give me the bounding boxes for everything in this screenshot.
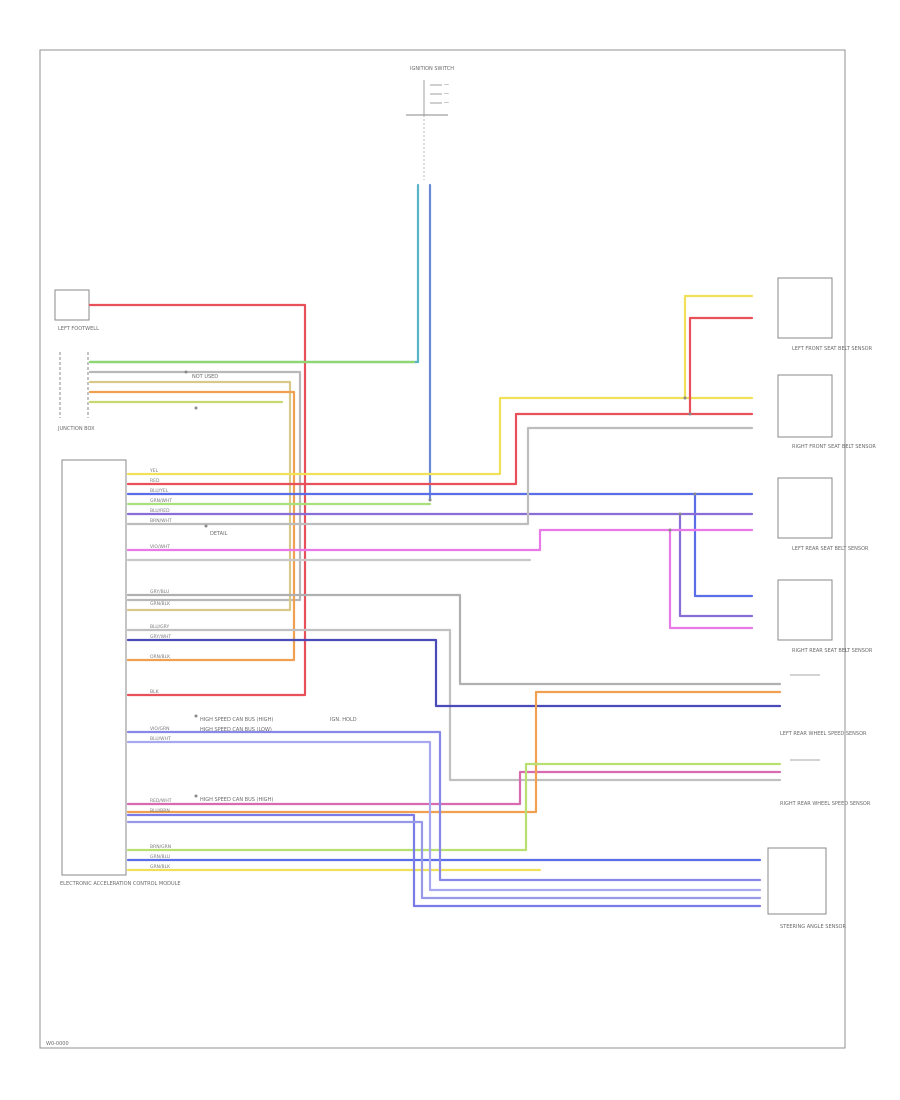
- svg-text:BLK: BLK: [150, 689, 160, 695]
- svg-text:GRY/BLU: GRY/BLU: [150, 589, 169, 595]
- left-footwell: LEFT FOOTWELL: [54, 289, 99, 332]
- svg-text:GRY/WHT: GRY/WHT: [150, 634, 171, 640]
- ecu-module: ELECTRONIC ACCELERATION CONTROL MODULE: [60, 459, 181, 887]
- svg-text:BLU/WHT: BLU/WHT: [150, 736, 171, 742]
- svg-text:BLU/YEL: BLU/YEL: [150, 488, 169, 494]
- lr-sensor-label: LEFT REAR SEAT BELT SENSOR: [792, 546, 869, 552]
- steering-label: STEERING ANGLE SENSOR: [780, 924, 846, 930]
- svg-text:RED: RED: [150, 478, 160, 484]
- lr-seatbelt-sensor: LEFT REAR SEAT BELT SENSOR: [777, 477, 869, 552]
- svg-text:YEL: YEL: [149, 468, 159, 474]
- svg-text:BLU/BRN: BLU/BRN: [150, 808, 170, 814]
- svg-text:—: —: [444, 100, 449, 106]
- junction-box-label: JUNCTION BOX: [57, 426, 95, 432]
- lr-wheel-label: LEFT REAR WHEEL SPEED SENSOR: [780, 731, 867, 737]
- frame-code: W0-0000: [46, 1041, 69, 1047]
- note-detail: DETAIL: [210, 531, 228, 537]
- rr-sensor-label: RIGHT REAR SEAT BELT SENSOR: [792, 648, 873, 654]
- svg-text:—: —: [444, 91, 449, 97]
- note-can-high: HIGH SPEED CAN BUS (HIGH): [200, 717, 273, 723]
- connector-markers: [184, 370, 697, 798]
- note-can-high-2: HIGH SPEED CAN BUS (HIGH): [200, 797, 273, 803]
- ignition-switch: IGNITION SWITCH — — —: [406, 66, 454, 180]
- rf-seatbelt-sensor: RIGHT FRONT SEAT BELT SENSOR: [777, 374, 876, 450]
- svg-text:VIO/WHT: VIO/WHT: [150, 544, 170, 550]
- ecu-label: ELECTRONIC ACCELERATION CONTROL MODULE: [60, 881, 181, 887]
- note-ign-hold: IGN. HOLD: [330, 717, 357, 723]
- wires: [88, 183, 782, 908]
- wire-labels: YEL RED BLU/YEL GRN/WHT BLU/RED BRN/WHT …: [149, 468, 172, 870]
- svg-text:GRN/BLK: GRN/BLK: [150, 601, 171, 607]
- steering-angle-sensor: STEERING ANGLE SENSOR: [767, 847, 846, 930]
- svg-text:GRN/BLK: GRN/BLK: [150, 864, 171, 870]
- notes: HIGH SPEED CAN BUS (HIGH) HIGH SPEED CAN…: [192, 374, 357, 803]
- lr-wheel-speed-sensor: LEFT REAR WHEEL SPEED SENSOR: [780, 674, 867, 737]
- diagram-frame: [39, 49, 846, 1049]
- svg-text:BRN/GRN: BRN/GRN: [150, 844, 171, 850]
- note-not-used: NOT USED: [192, 374, 218, 380]
- rr-wheel-label: RIGHT REAR WHEEL SPEED SENSOR: [780, 801, 871, 807]
- svg-text:BLU/RED: BLU/RED: [150, 508, 170, 514]
- ignition-switch-label: IGNITION SWITCH: [410, 66, 454, 72]
- note-can-low: HIGH SPEED CAN BUS (LOW): [200, 727, 272, 733]
- svg-text:ORN/BLK: ORN/BLK: [150, 654, 171, 660]
- svg-text:BRN/WHT: BRN/WHT: [150, 518, 172, 524]
- svg-text:RED/WHT: RED/WHT: [150, 798, 172, 804]
- lf-sensor-label: LEFT FRONT SEAT BELT SENSOR: [792, 346, 873, 352]
- svg-text:GRN/WHT: GRN/WHT: [150, 498, 172, 504]
- svg-text:—: —: [444, 82, 449, 88]
- svg-text:VIO/GRN: VIO/GRN: [150, 726, 169, 732]
- rf-sensor-label: RIGHT FRONT SEAT BELT SENSOR: [792, 444, 876, 450]
- lf-seatbelt-sensor: LEFT FRONT SEAT BELT SENSOR: [777, 277, 873, 352]
- left-footwell-label: LEFT FOOTWELL: [58, 326, 99, 332]
- svg-text:GRN/BLU: GRN/BLU: [150, 854, 170, 860]
- svg-text:BLU/GRY: BLU/GRY: [150, 624, 170, 630]
- rr-seatbelt-sensor: RIGHT REAR SEAT BELT SENSOR: [777, 579, 873, 654]
- rr-wheel-speed-sensor: RIGHT REAR WHEEL SPEED SENSOR: [780, 759, 871, 807]
- junction-box: JUNCTION BOX: [57, 352, 95, 432]
